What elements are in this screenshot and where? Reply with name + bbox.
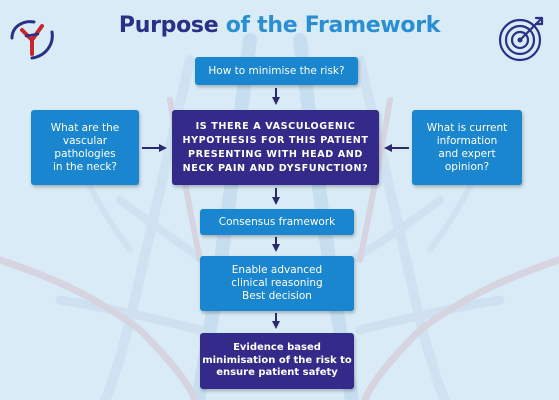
box-clinical-reasoning: Enable advanced clinical reasoning Best … [200,256,354,311]
box-consensus-framework: Consensus framework [200,209,354,235]
box-current-information: What is current information and expert o… [412,110,522,185]
box-vascular-pathologies: What are the vascular pathologies in the… [31,110,139,185]
box-central-question-label: IS THERE A VASCULOGENIC HYPOTHESIS FOR T… [182,120,369,174]
title-part-accent: of the Framework [225,13,441,38]
page-title: Purpose of the Framework [0,13,559,38]
box-minimise-risk-label: How to minimise the risk? [208,64,345,77]
box-central-question: IS THERE A VASCULOGENIC HYPOTHESIS FOR T… [172,110,379,185]
vascular-logo-icon [10,20,54,60]
box-consensus-framework-label: Consensus framework [218,215,336,228]
box-minimise-risk: How to minimise the risk? [195,57,358,85]
target-icon [498,16,544,62]
box-vascular-pathologies-label: What are the vascular pathologies in the… [50,121,120,173]
title-part-dark: Purpose [118,13,226,38]
box-current-information-label: What is current information and expert o… [426,121,508,173]
box-clinical-reasoning-label: Enable advanced clinical reasoning Best … [231,264,323,302]
box-evidence-based: Evidence based minimisation of the risk … [200,333,354,389]
box-evidence-based-label: Evidence based minimisation of the risk … [202,342,352,379]
